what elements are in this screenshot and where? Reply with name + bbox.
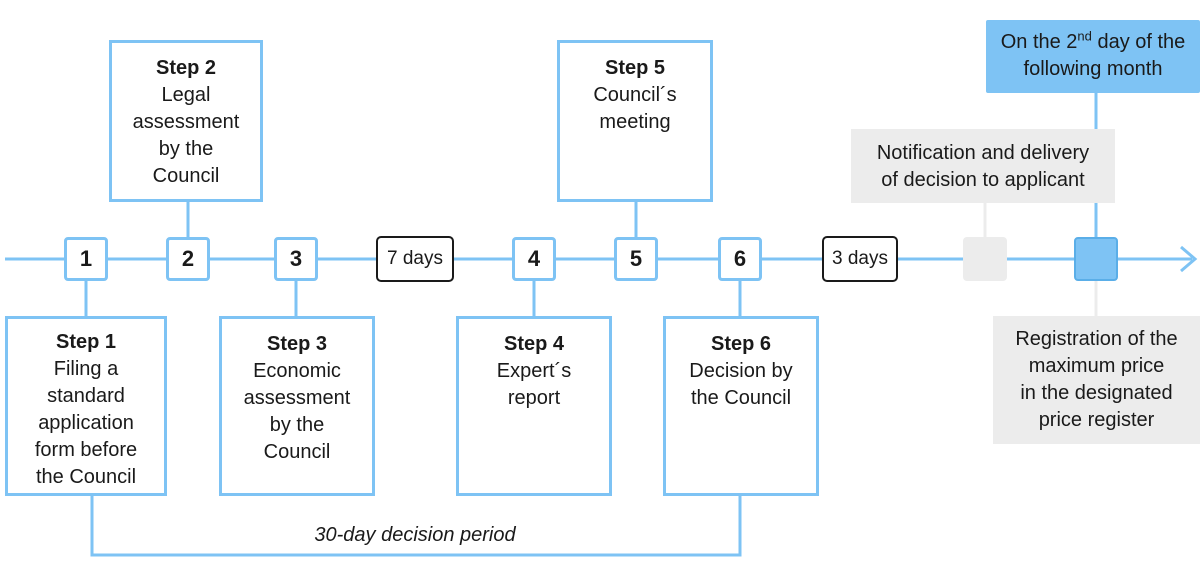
step-4-box: Step 4 Expert´s report	[456, 316, 612, 496]
month-note-box: On the 2nd day of the following month	[986, 20, 1200, 93]
step-3-line: Council	[263, 441, 331, 463]
step-5-box: Step 5 Council´s meeting	[557, 40, 713, 202]
step-4-line: report	[507, 387, 561, 409]
duration-7-days: 7 days	[376, 236, 454, 282]
step-3-line: Economic	[253, 360, 341, 382]
step-2-title: Step 2	[155, 57, 217, 79]
step-5-marker: 5	[614, 237, 658, 281]
step-1-marker: 1	[64, 237, 108, 281]
step-1-line: standard	[47, 385, 125, 407]
registration-line: maximum price	[1028, 355, 1165, 377]
notification-box: Notification and delivery of decision to…	[851, 129, 1115, 203]
step-5-line: meeting	[599, 111, 671, 133]
step-6-box: Step 6 Decision by the Council	[663, 316, 819, 496]
step-5-title: Step 5	[604, 57, 666, 79]
step-1-line: Filing a	[53, 358, 119, 380]
step-2-marker: 2	[166, 237, 210, 281]
step-3-marker: 3	[274, 237, 318, 281]
step-3-title: Step 3	[266, 333, 328, 355]
registration-line: price register	[1038, 409, 1155, 431]
timeline-arrowhead	[1180, 245, 1198, 273]
step-3-box: Step 3 Economic assessment by the Counci…	[219, 316, 375, 496]
month-note-suffix: day of the	[1091, 31, 1186, 53]
duration-3-days: 3 days	[822, 236, 898, 282]
step-2-box: Step 2 Legal assessment by the Council	[109, 40, 263, 202]
month-note-line-2: following month	[1023, 58, 1163, 80]
step-3-line: by the	[269, 414, 325, 436]
step-4-title: Step 4	[503, 333, 565, 355]
step-2-line: by the	[158, 138, 214, 160]
month-note-sup: nd	[1077, 28, 1092, 44]
registration-box: Registration of the maximum price in the…	[993, 316, 1200, 444]
step-1-box: Step 1 Filing a standard application for…	[5, 316, 167, 496]
notification-marker	[963, 237, 1007, 281]
decision-period-bracket	[90, 496, 742, 557]
step-1-line: application	[38, 412, 134, 434]
step-4-marker: 4	[512, 237, 556, 281]
step-1-title: Step 1	[55, 331, 117, 353]
step-6-line: Decision by	[689, 360, 793, 382]
registration-line: in the designated	[1020, 382, 1173, 404]
step-2-line: Legal	[161, 84, 211, 106]
notification-line: Notification and delivery	[876, 142, 1090, 164]
step-2-line: Council	[152, 165, 220, 187]
step-1-line: the Council	[35, 466, 137, 488]
step-6-line: the Council	[690, 387, 792, 409]
registration-marker	[1074, 237, 1118, 281]
step-6-title: Step 6	[710, 333, 772, 355]
registration-line: Registration of the	[1015, 328, 1178, 350]
step-3-line: assessment	[243, 387, 351, 409]
month-note-prefix: On the 2	[1000, 31, 1078, 53]
step-5-line: Council´s	[593, 84, 677, 106]
step-4-line: Expert´s	[496, 360, 572, 382]
step-1-line: form before	[34, 439, 138, 461]
step-6-marker: 6	[718, 237, 762, 281]
month-note-line-1: On the 2nd day of the	[986, 29, 1200, 56]
notification-line: of decision to applicant	[881, 169, 1085, 191]
decision-period-label: 30-day decision period	[314, 524, 516, 546]
step-2-line: assessment	[132, 111, 240, 133]
